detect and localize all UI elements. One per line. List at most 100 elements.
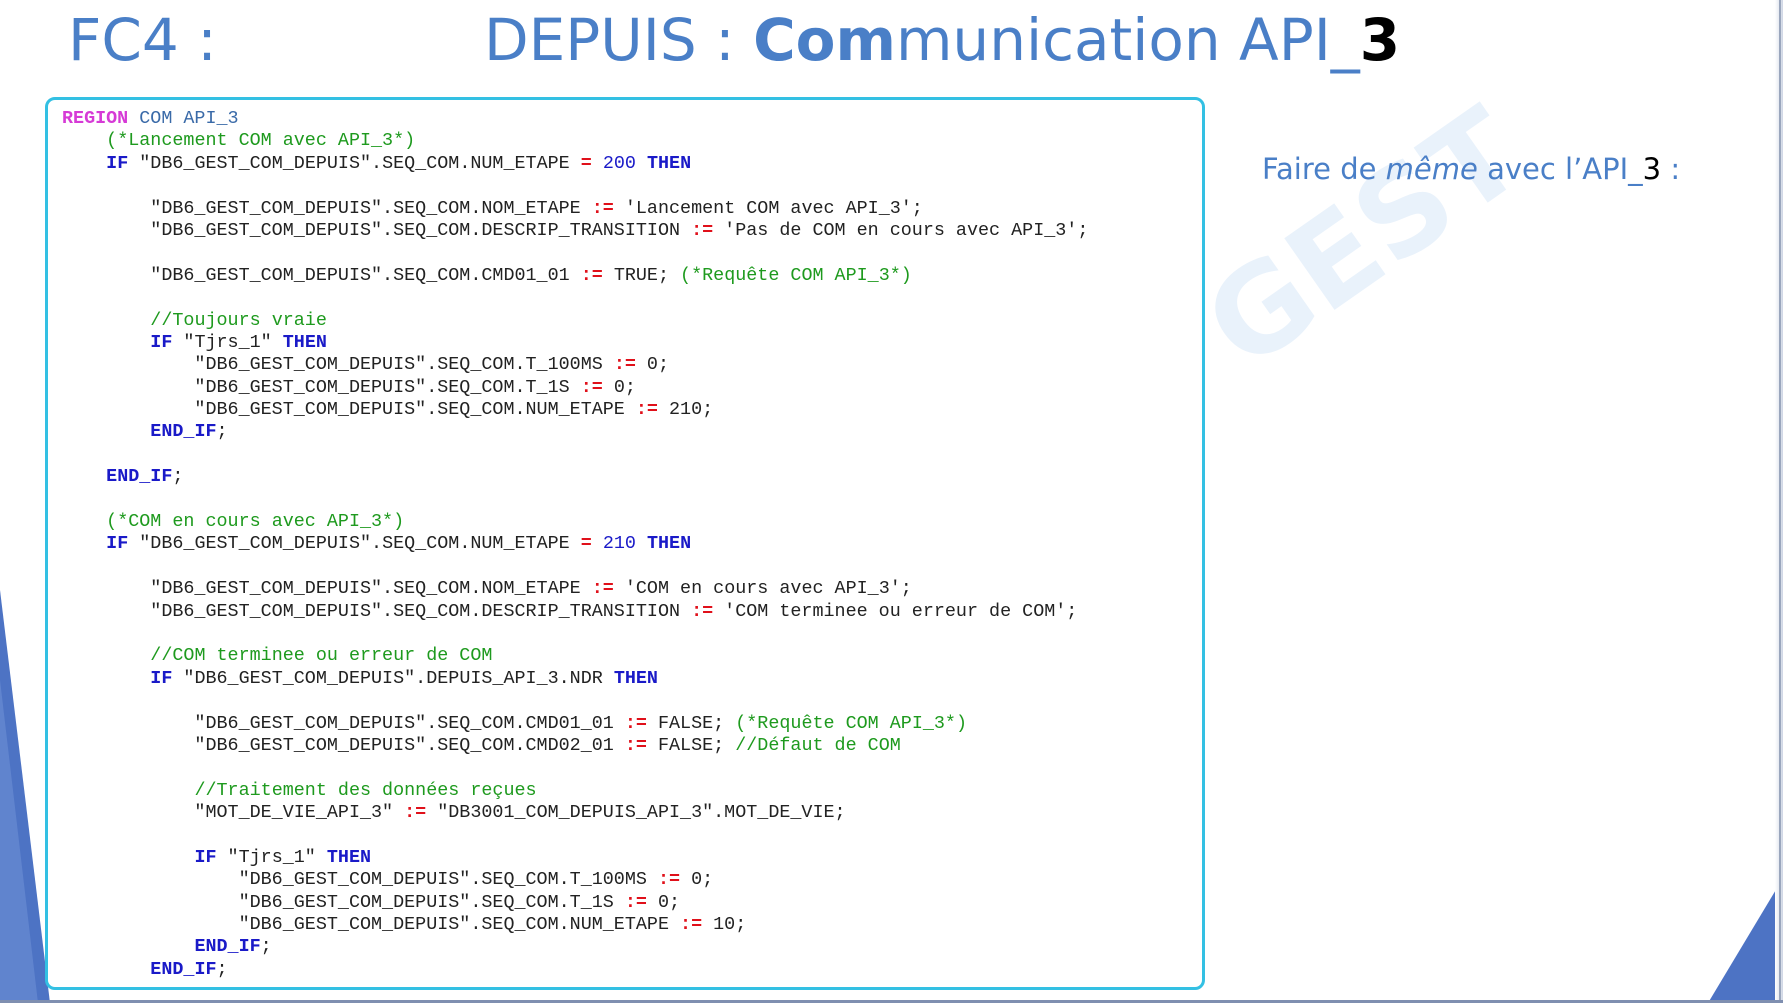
code-line: "DB6_GEST_COM_DEPUIS".SEQ_COM.CMD02_01 :… [62, 735, 1088, 757]
code-line: "DB6_GEST_COM_DEPUIS".SEQ_COM.NOM_ETAPE … [62, 578, 1088, 600]
note-number: 3 [1642, 152, 1662, 186]
code-line: //COM terminee ou erreur de COM [62, 645, 1088, 667]
code-line: IF "Tjrs_1" THEN [62, 332, 1088, 354]
code-token: "DB6_GEST_COM_DEPUIS".SEQ_COM.T_100MS [62, 869, 658, 891]
code-token: "DB6_GEST_COM_DEPUIS".SEQ_COM.NUM_ETAPE [62, 914, 681, 936]
slide-title: DEPUIS : Communication API_3 [484, 6, 1400, 74]
code-line: //Toujours vraie [62, 310, 1088, 332]
code-token: (*Requête COM API_3*) [680, 264, 912, 286]
note-emphasis: même [1385, 152, 1478, 186]
code-token: := [635, 399, 658, 421]
code-token: := [680, 914, 703, 936]
code-line: "DB6_GEST_COM_DEPUIS".SEQ_COM.T_1S := 0; [62, 892, 1088, 914]
code-token [592, 153, 603, 174]
code-token: 210 [602, 533, 636, 555]
code-token: THEN [646, 152, 692, 174]
code-line: "MOT_DE_VIE_API_3" := "DB3001_COM_DEPUIS… [62, 802, 1088, 824]
code-token: END_IF [106, 466, 173, 488]
code-token: "DB6_GEST_COM_DEPUIS".SEQ_COM.T_1S [62, 376, 581, 398]
code-line: //Traitement des données reçues [62, 780, 1088, 802]
code-line: END_IF; [62, 421, 1088, 443]
code-line: (*Lancement COM avec API_3*) [62, 130, 1088, 152]
code-line [62, 444, 1088, 466]
code-token: := [591, 197, 614, 219]
code-token: 210; [657, 399, 714, 421]
code-token: ; [172, 466, 184, 488]
code-token: := [580, 264, 603, 286]
code-token [62, 780, 194, 801]
code-token [636, 533, 647, 554]
watermark: GEST [1181, 82, 1548, 397]
code-token: "MOT_DE_VIE_API_3" [62, 802, 405, 824]
code-token: 0; [646, 891, 681, 913]
code-line: IF "DB6_GEST_COM_DEPUIS".SEQ_COM.NUM_ETA… [62, 153, 1088, 175]
code-token: "DB3001_COM_DEPUIS_API_3".MOT_DE_VIE; [426, 802, 846, 824]
code-token: "Tjrs_1" [216, 846, 327, 868]
code-line: "DB6_GEST_COM_DEPUIS".SEQ_COM.NOM_ETAPE … [62, 198, 1088, 220]
note-text-a: Faire de [1262, 152, 1386, 186]
code-line: END_IF; [62, 936, 1088, 958]
code-token: (*Lancement COM avec API_3*) [106, 130, 416, 152]
code-line: IF "Tjrs_1" THEN [62, 847, 1088, 869]
code-token: THEN [613, 667, 658, 689]
code-line [62, 242, 1088, 264]
code-token: "DB6_GEST_COM_DEPUIS".SEQ_COM.DESCRIP_TR… [62, 600, 692, 622]
code-token [62, 153, 106, 174]
code-line [62, 690, 1088, 712]
code-token: "DB6_GEST_COM_DEPUIS".SEQ_COM.T_100MS [62, 354, 614, 376]
code-line: IF "DB6_GEST_COM_DEPUIS".SEQ_COM.NUM_ETA… [62, 533, 1088, 555]
code-token: "DB6_GEST_COM_DEPUIS".SEQ_COM.CMD01_01 [62, 264, 581, 286]
code-token: 'COM en cours avec API_3'; [613, 578, 912, 600]
scl-code-listing: REGION COM API_3 (*Lancement COM avec AP… [62, 108, 1088, 981]
code-token: := [624, 734, 647, 756]
code-token: "DB6_GEST_COM_DEPUIS".SEQ_COM.NUM_ETAPE [128, 152, 581, 174]
code-line: "DB6_GEST_COM_DEPUIS".SEQ_COM.NUM_ETAPE … [62, 399, 1088, 421]
code-token: (*Requête COM API_3*) [735, 712, 967, 734]
code-token: THEN [326, 846, 372, 868]
code-token: END_IF [150, 958, 217, 980]
code-token: REGION [62, 108, 129, 129]
code-token [62, 959, 150, 980]
title-prefix: DEPUIS : [484, 6, 754, 74]
code-token: IF [106, 152, 129, 174]
code-token: := [613, 354, 636, 376]
code-token: := [691, 600, 714, 622]
code-token: IF [194, 846, 217, 868]
title-bold-part: Com [753, 6, 896, 74]
code-token [62, 130, 106, 151]
code-token [62, 668, 150, 689]
code-token: 'Lancement COM avec API_3'; [613, 197, 923, 219]
code-line: "DB6_GEST_COM_DEPUIS".SEQ_COM.T_100MS :=… [62, 354, 1088, 376]
code-token: := [657, 869, 681, 891]
code-token [62, 421, 150, 442]
code-token: = [580, 533, 592, 555]
code-token [62, 533, 106, 554]
code-token: 0; [635, 354, 669, 376]
code-token: END_IF [150, 421, 217, 443]
code-token: "DB6_GEST_COM_DEPUIS".DEPUIS_API_3.NDR [172, 667, 614, 689]
code-token: TRUE; [602, 264, 681, 286]
code-token: "DB6_GEST_COM_DEPUIS".SEQ_COM.NUM_ETAPE [128, 533, 581, 555]
right-triangle-decoration [1708, 878, 1783, 1003]
code-line [62, 825, 1088, 847]
code-token: "DB6_GEST_COM_DEPUIS".SEQ_COM.CMD01_01 [62, 712, 625, 734]
code-token: //Défaut de COM [735, 734, 901, 756]
title-rest: munication API_ [895, 6, 1360, 74]
code-token: IF [150, 331, 173, 353]
code-token: FALSE; [646, 734, 736, 756]
code-token: IF [150, 667, 173, 689]
code-panel: REGION COM API_3 (*Lancement COM avec AP… [45, 97, 1205, 990]
code-line: IF "DB6_GEST_COM_DEPUIS".DEPUIS_API_3.ND… [62, 668, 1088, 690]
code-line: "DB6_GEST_COM_DEPUIS".SEQ_COM.T_1S := 0; [62, 377, 1088, 399]
code-token: := [580, 376, 603, 398]
code-token: := [404, 802, 427, 824]
code-token: := [691, 219, 714, 241]
code-token: (*COM en cours avec API_3*) [106, 511, 405, 533]
code-token: END_IF [194, 936, 261, 958]
bottom-border [0, 1000, 1783, 1003]
code-token: ; [216, 421, 228, 443]
code-line: REGION COM API_3 [62, 108, 1088, 130]
left-triangle-decoration [0, 590, 50, 1003]
code-line: "DB6_GEST_COM_DEPUIS".SEQ_COM.CMD01_01 :… [62, 713, 1088, 735]
code-token: 10; [702, 914, 747, 936]
